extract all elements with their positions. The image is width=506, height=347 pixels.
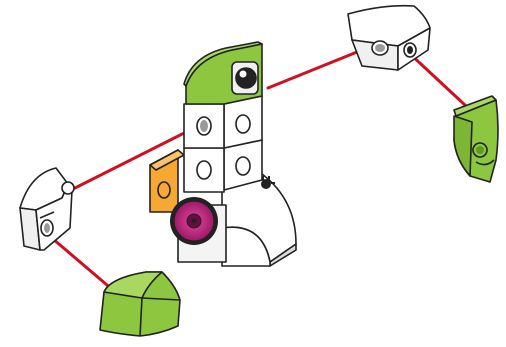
- green-cap-right: [454, 96, 498, 182]
- eye-sensor: [232, 62, 258, 94]
- robot-body: [150, 42, 296, 266]
- connector-line-right-corner-to-green: [408, 52, 466, 106]
- green-cap-left: [100, 272, 180, 336]
- hole-upper-right: [236, 115, 250, 133]
- connector-line-body-to-right-corner: [268, 50, 362, 88]
- magenta-gear: [170, 197, 218, 245]
- hole-middle-right: [236, 157, 250, 175]
- hole-middle-front: [197, 161, 211, 179]
- corner-piece-left: [20, 168, 74, 250]
